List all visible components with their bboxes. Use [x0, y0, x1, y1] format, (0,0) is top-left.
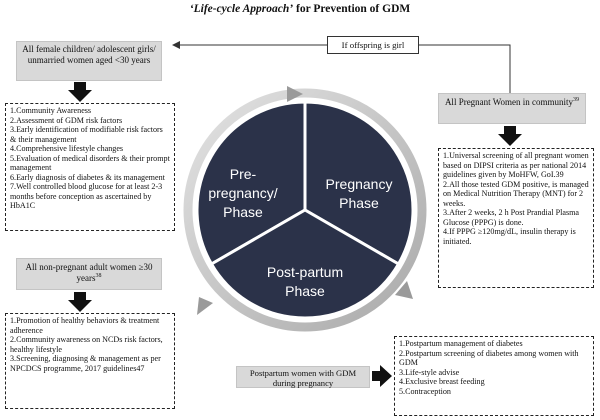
offspring-label: If offspring is girl	[327, 36, 419, 54]
list-item: 2.Assessment of GDM risk factors	[10, 115, 123, 125]
list-item: 5.Contraception	[399, 386, 451, 396]
list-pregnancy: 1.Universal screening of all pregnant wo…	[438, 148, 594, 288]
lifecycle-circle: Pre- pregnancy/ Phase Pregnancy Phase Po…	[183, 86, 427, 332]
list-item: 1.Universal screening of all pregnant wo…	[443, 151, 589, 180]
diagram-title: ‘Life-cycle Approach’ for Prevention of …	[0, 3, 600, 15]
ring-arrowhead-right	[395, 281, 413, 299]
list-item: 1.Community Awareness	[10, 106, 92, 115]
list-item: 3.After 2 weeks, 2 h Post Prandial Plasm…	[443, 208, 580, 227]
box-nonpregnant-text: All non-pregnant adult women ≥30 years	[25, 262, 153, 283]
phase-pre-line3: Phase	[223, 204, 263, 220]
box-female-children: All female children/ adolescent girls/ u…	[16, 41, 162, 81]
list-item: 3.Life-style advise	[399, 367, 460, 377]
list-nonpregnant: 1.Promotion of healthy behaviors & treat…	[5, 313, 175, 409]
list-item: 4.Comprehensive lifestyle changes	[10, 144, 124, 154]
cycle-ring	[183, 88, 427, 332]
arrow-down-nonpregnant	[68, 292, 92, 312]
list-item: 5.Evaluation of medical disorders & thei…	[10, 153, 170, 173]
arrow-down-pregnant	[498, 126, 522, 146]
list-item: 2.Community awareness on NCDs risk facto…	[10, 335, 163, 354]
list-postpartum: 1.Postpartum management of diabetes 2.Po…	[394, 336, 594, 416]
list-item: 1.Promotion of healthy behaviors & treat…	[10, 316, 160, 335]
sector-pregnancy	[303, 100, 415, 267]
box-nonpregnant-ref: 38	[95, 272, 102, 279]
arrow-right-postpartum	[372, 365, 392, 387]
phase-pregnancy-line2: Phase	[339, 195, 379, 211]
offspring-loop-line	[178, 44, 511, 93]
phase-post-line1: Post-partum	[267, 264, 343, 280]
box-pregnant-women: All Pregnant Women in community39	[438, 93, 586, 124]
arrow-down-female	[68, 82, 92, 102]
list-item: 1.Postpartum management of diabetes	[399, 339, 523, 348]
phase-pre-line2: pregnancy/	[208, 185, 277, 201]
ring-arrowhead-left	[197, 297, 213, 315]
title-rest: for Prevention of GDM	[293, 3, 411, 15]
sector-pre-pregnancy	[195, 100, 307, 267]
box-postpartum-women: Postpartum women with GDM during pregnan…	[236, 366, 370, 388]
ring-arrowhead-top	[287, 86, 303, 102]
list-item: 2.Postpartum screening of diabetes among…	[399, 348, 579, 368]
list-pre-pregnancy: 1.Community Awareness 2.Assessment of GD…	[5, 103, 175, 231]
box-pregnant-women-text: All Pregnant Women in community	[444, 97, 574, 107]
sector-post-partum	[209, 208, 401, 320]
list-item: 3.Early identification of modifiable ris…	[10, 125, 163, 144]
title-italic: ‘Life-cycle Approach’	[189, 3, 294, 15]
list-item: 6.Early diagnosis of diabetes & its mana…	[10, 172, 165, 182]
list-item: 2.All those tested GDM positive, is mana…	[443, 179, 589, 208]
offspring-arrowhead	[172, 41, 180, 49]
list-item: 4.Exclusive breast feeding	[399, 377, 485, 387]
phase-pre-line1: Pre-	[230, 166, 257, 182]
box-nonpregnant-women: All non-pregnant adult women ≥30 years38	[16, 258, 162, 290]
phase-pregnancy-line1: Pregnancy	[326, 176, 393, 192]
phase-post-line2: Phase	[285, 283, 325, 299]
list-item: 4.If PPPG ≥120mg/dL, insulin therapy is …	[443, 227, 576, 246]
list-item: 7.Well controlled blood glucose for at l…	[10, 182, 163, 211]
list-item: 3.Screening, diagnosing & management as …	[10, 354, 161, 373]
box-pregnant-women-ref: 39	[573, 97, 580, 103]
